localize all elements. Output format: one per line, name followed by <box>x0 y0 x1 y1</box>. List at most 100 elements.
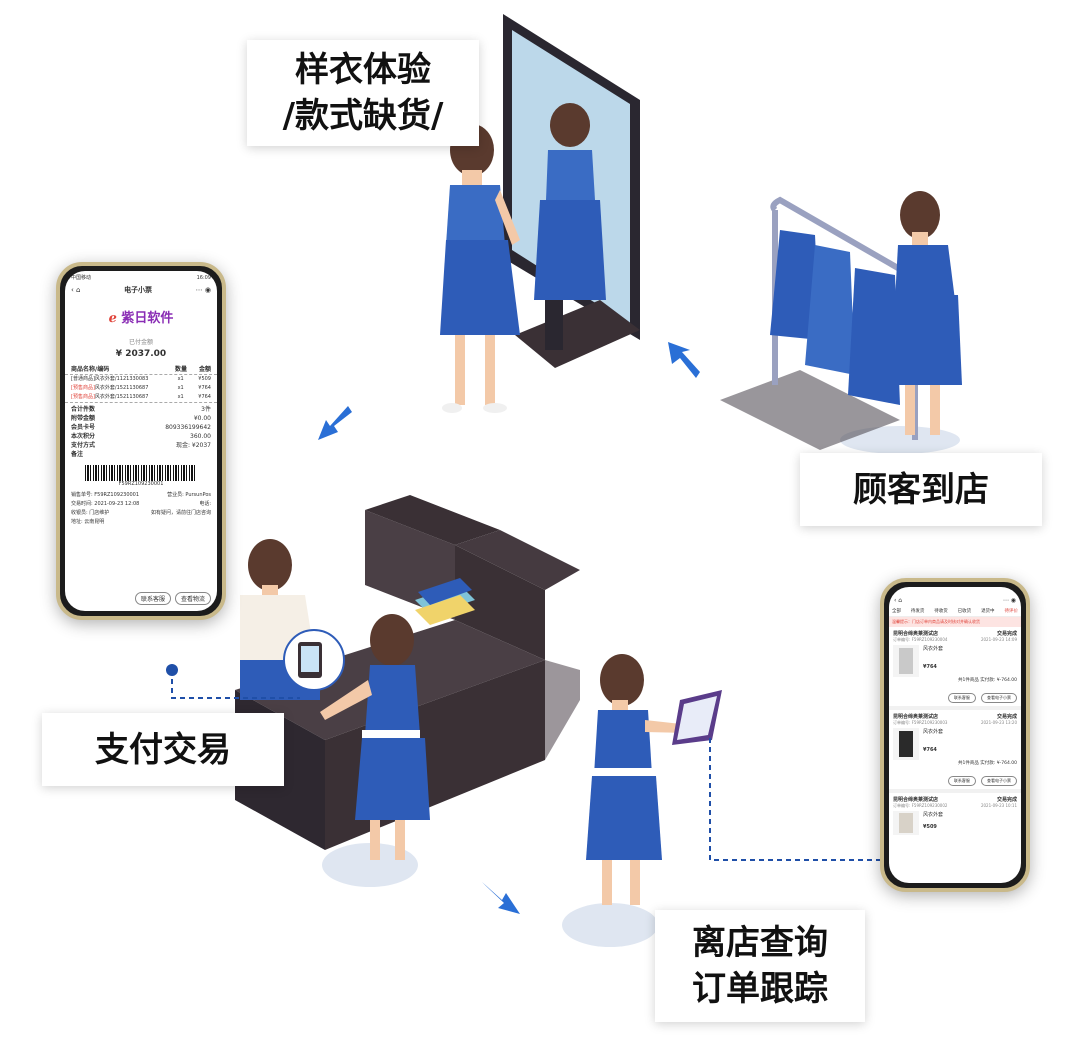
label-try-on: 样衣体验 /款式缺货/ <box>247 40 479 146</box>
order-number: 订单编号: F59RZ109230003 <box>893 720 948 725</box>
label-arrive: 顾客到店 <box>800 453 1042 526</box>
connector-tablet-to-orders <box>709 738 885 861</box>
receipt-actions: 联系客服 查看物流 <box>134 592 211 605</box>
summary-row: 附带金额 ¥0.00 <box>65 414 217 423</box>
order-shop: 昆明合缔奥莱测试店 <box>893 797 939 803</box>
flow-arrow-counter-to-exit <box>482 882 520 914</box>
tab-to-review[interactable]: 待评价 <box>1004 609 1018 614</box>
order-date: 2021-09-23 13:20 <box>980 720 1017 725</box>
contact-service-button[interactable]: 联系客服 <box>134 592 171 605</box>
barcode <box>85 465 197 481</box>
product-thumbnail <box>893 645 919 677</box>
label-leave-line1: 离店查询 <box>692 923 828 963</box>
product-thumbnail <box>893 728 919 760</box>
label-leave-line2: 订单跟踪 <box>692 969 828 1009</box>
customer-with-tablet <box>586 654 722 905</box>
product-price: ¥764 <box>923 664 937 670</box>
tab-pending-ship[interactable]: 待发货 <box>910 609 925 614</box>
order-number: 订单编号: F59RZ109230002 <box>893 803 948 808</box>
summary-row: 备注 <box>65 450 217 459</box>
view-logistics-button[interactable]: 查看物流 <box>174 592 211 605</box>
brand-name: 紫日软件 <box>121 311 174 326</box>
tab-pending-receive[interactable]: 待收货 <box>934 609 948 614</box>
summary-value: 现金: ¥2037 <box>175 442 211 449</box>
summary-value: ¥0.00 <box>193 415 211 422</box>
status-carrier: 中国移动 <box>71 275 92 281</box>
tab-all[interactable]: 全部 <box>892 609 901 614</box>
barcode-number: F59RZ109230001 <box>118 481 164 487</box>
item-name: 风衣外套/1521130687 <box>94 394 149 400</box>
item-tag: [预售商品] <box>71 394 95 400</box>
back-icon[interactable]: ‹ ⌂ <box>71 286 81 294</box>
order-total: 共1件商品 实付款: ¥-764.00 <box>958 761 1017 766</box>
receipt-items: [普通商品]风衣外套/1121330083 x1 ¥509 [预售商品]风衣外套… <box>65 375 217 403</box>
footer-row: 地址: 云南昆明 <box>65 518 217 527</box>
receipt-phone: 中国移动 16:09 ‹ ⌂ 电子小票 ⋯ ◉ ℯ 紫日软件 已付金额 ¥ 20… <box>56 262 226 620</box>
cashier <box>240 539 320 700</box>
contact-service-button[interactable]: 联系客服 <box>947 693 976 703</box>
notice-banner: 温馨提示：门店订单内商品请及时核对并确认收货 <box>889 617 1021 627</box>
orders-phone: ‹ ⌂ ⋯ ◉ 全部 待发货 待收货 已收货 退货中 待评价 温馨提示：门店订单… <box>880 578 1030 892</box>
contact-service-button[interactable]: 联系客服 <box>947 776 976 786</box>
customer-paying <box>320 614 430 860</box>
receipt-item: [预售商品]风衣外套/1521130687 x1 ¥764 <box>65 384 217 393</box>
tab-received[interactable]: 已收货 <box>957 609 972 614</box>
order-card: 昆明合缔奥莱测试店 交易完成 订单编号: F59RZ109230002 2021-0… <box>889 793 1021 838</box>
status-time: 16:09 <box>196 275 211 281</box>
col-qty: 数量 <box>174 366 187 373</box>
col-amount: 金额 <box>198 366 211 373</box>
order-card: 昆明合缔奥莱测试店 交易完成 订单编号: F59RZ109230003 2021-0… <box>889 710 1021 793</box>
view-receipt-button[interactable]: 查看电子小票 <box>981 693 1017 703</box>
footer-value: 电话: <box>199 501 211 507</box>
order-number: 订单编号: F59RZ109230004 <box>893 637 948 642</box>
order-shop: 昆明合缔奥莱测试店 <box>893 714 939 720</box>
summary-row: 支付方式现金: ¥2037 <box>65 441 217 450</box>
receipt-item: [预售商品]风衣外套/1521130687 x1 ¥764 <box>65 393 217 403</box>
receipt-brand: ℯ 紫日软件 <box>65 307 217 326</box>
item-amount: ¥764 <box>198 394 211 400</box>
label-payment: 支付交易 <box>42 713 284 786</box>
flow-arrow-rack-to-mirror <box>668 342 700 378</box>
product-name: 风衣外套 <box>923 812 944 818</box>
item-tag: [预售商品] <box>71 385 95 391</box>
item-amount: ¥764 <box>198 385 211 391</box>
item-qty: x1 <box>177 394 184 400</box>
order-shop: 昆明合缔奥莱测试店 <box>893 631 939 637</box>
woman-at-rack <box>890 191 962 435</box>
connector-receipt-to-payment <box>166 664 300 699</box>
items-header: 商品名称/编码 数量 金额 <box>65 365 217 375</box>
product-price: ¥764 <box>923 747 937 753</box>
product-name: 风衣外套 <box>923 646 944 652</box>
item-qty: x1 <box>177 385 184 391</box>
receipt-title: 电子小票 <box>124 286 153 294</box>
status-bar: 中国移动 16:09 <box>65 271 217 283</box>
label-try-on-line1: 样衣体验 <box>295 50 431 90</box>
more-icon[interactable]: ⋯ ◉ <box>1002 597 1016 604</box>
summary-key: 会员卡号 <box>71 424 96 431</box>
footer-key: 销售单号: F59RZ109230001 <box>71 492 140 498</box>
paid-amount: ¥ 2037.00 <box>115 349 167 359</box>
label-payment-text: 支付交易 <box>95 729 231 770</box>
view-receipt-button[interactable]: 查看电子小票 <box>981 776 1017 786</box>
summary-value: 3件 <box>201 406 211 413</box>
receipt-screen: 中国移动 16:09 ‹ ⌂ 电子小票 ⋯ ◉ ℯ 紫日软件 已付金额 ¥ 20… <box>65 271 217 611</box>
label-arrive-text: 顾客到店 <box>853 469 989 510</box>
order-status: 交易完成 <box>996 631 1017 637</box>
order-status: 交易完成 <box>996 714 1017 720</box>
orders-screen: ‹ ⌂ ⋯ ◉ 全部 待发货 待收货 已收货 退货中 待评价 温馨提示：门店订单… <box>889 587 1021 883</box>
item-name: 风衣外套/1521130687 <box>94 385 149 391</box>
footer-value: 如有疑问，请前往门店咨询 <box>150 510 211 516</box>
item-qty: x1 <box>177 376 184 382</box>
more-icon[interactable]: ⋯ ◉ <box>195 286 211 294</box>
back-icon[interactable]: ‹ ⌂ <box>894 597 903 604</box>
order-tabs: 全部 待发货 待收货 已收货 退货中 待评价 <box>889 606 1021 617</box>
receipt-nav-bar: ‹ ⌂ 电子小票 ⋯ ◉ <box>65 283 217 297</box>
order-date: 2021-09-23 10:11 <box>980 803 1017 808</box>
summary-key: 附带金额 <box>71 415 96 422</box>
tab-returning[interactable]: 退货中 <box>981 609 995 614</box>
order-status: 交易完成 <box>996 797 1017 803</box>
